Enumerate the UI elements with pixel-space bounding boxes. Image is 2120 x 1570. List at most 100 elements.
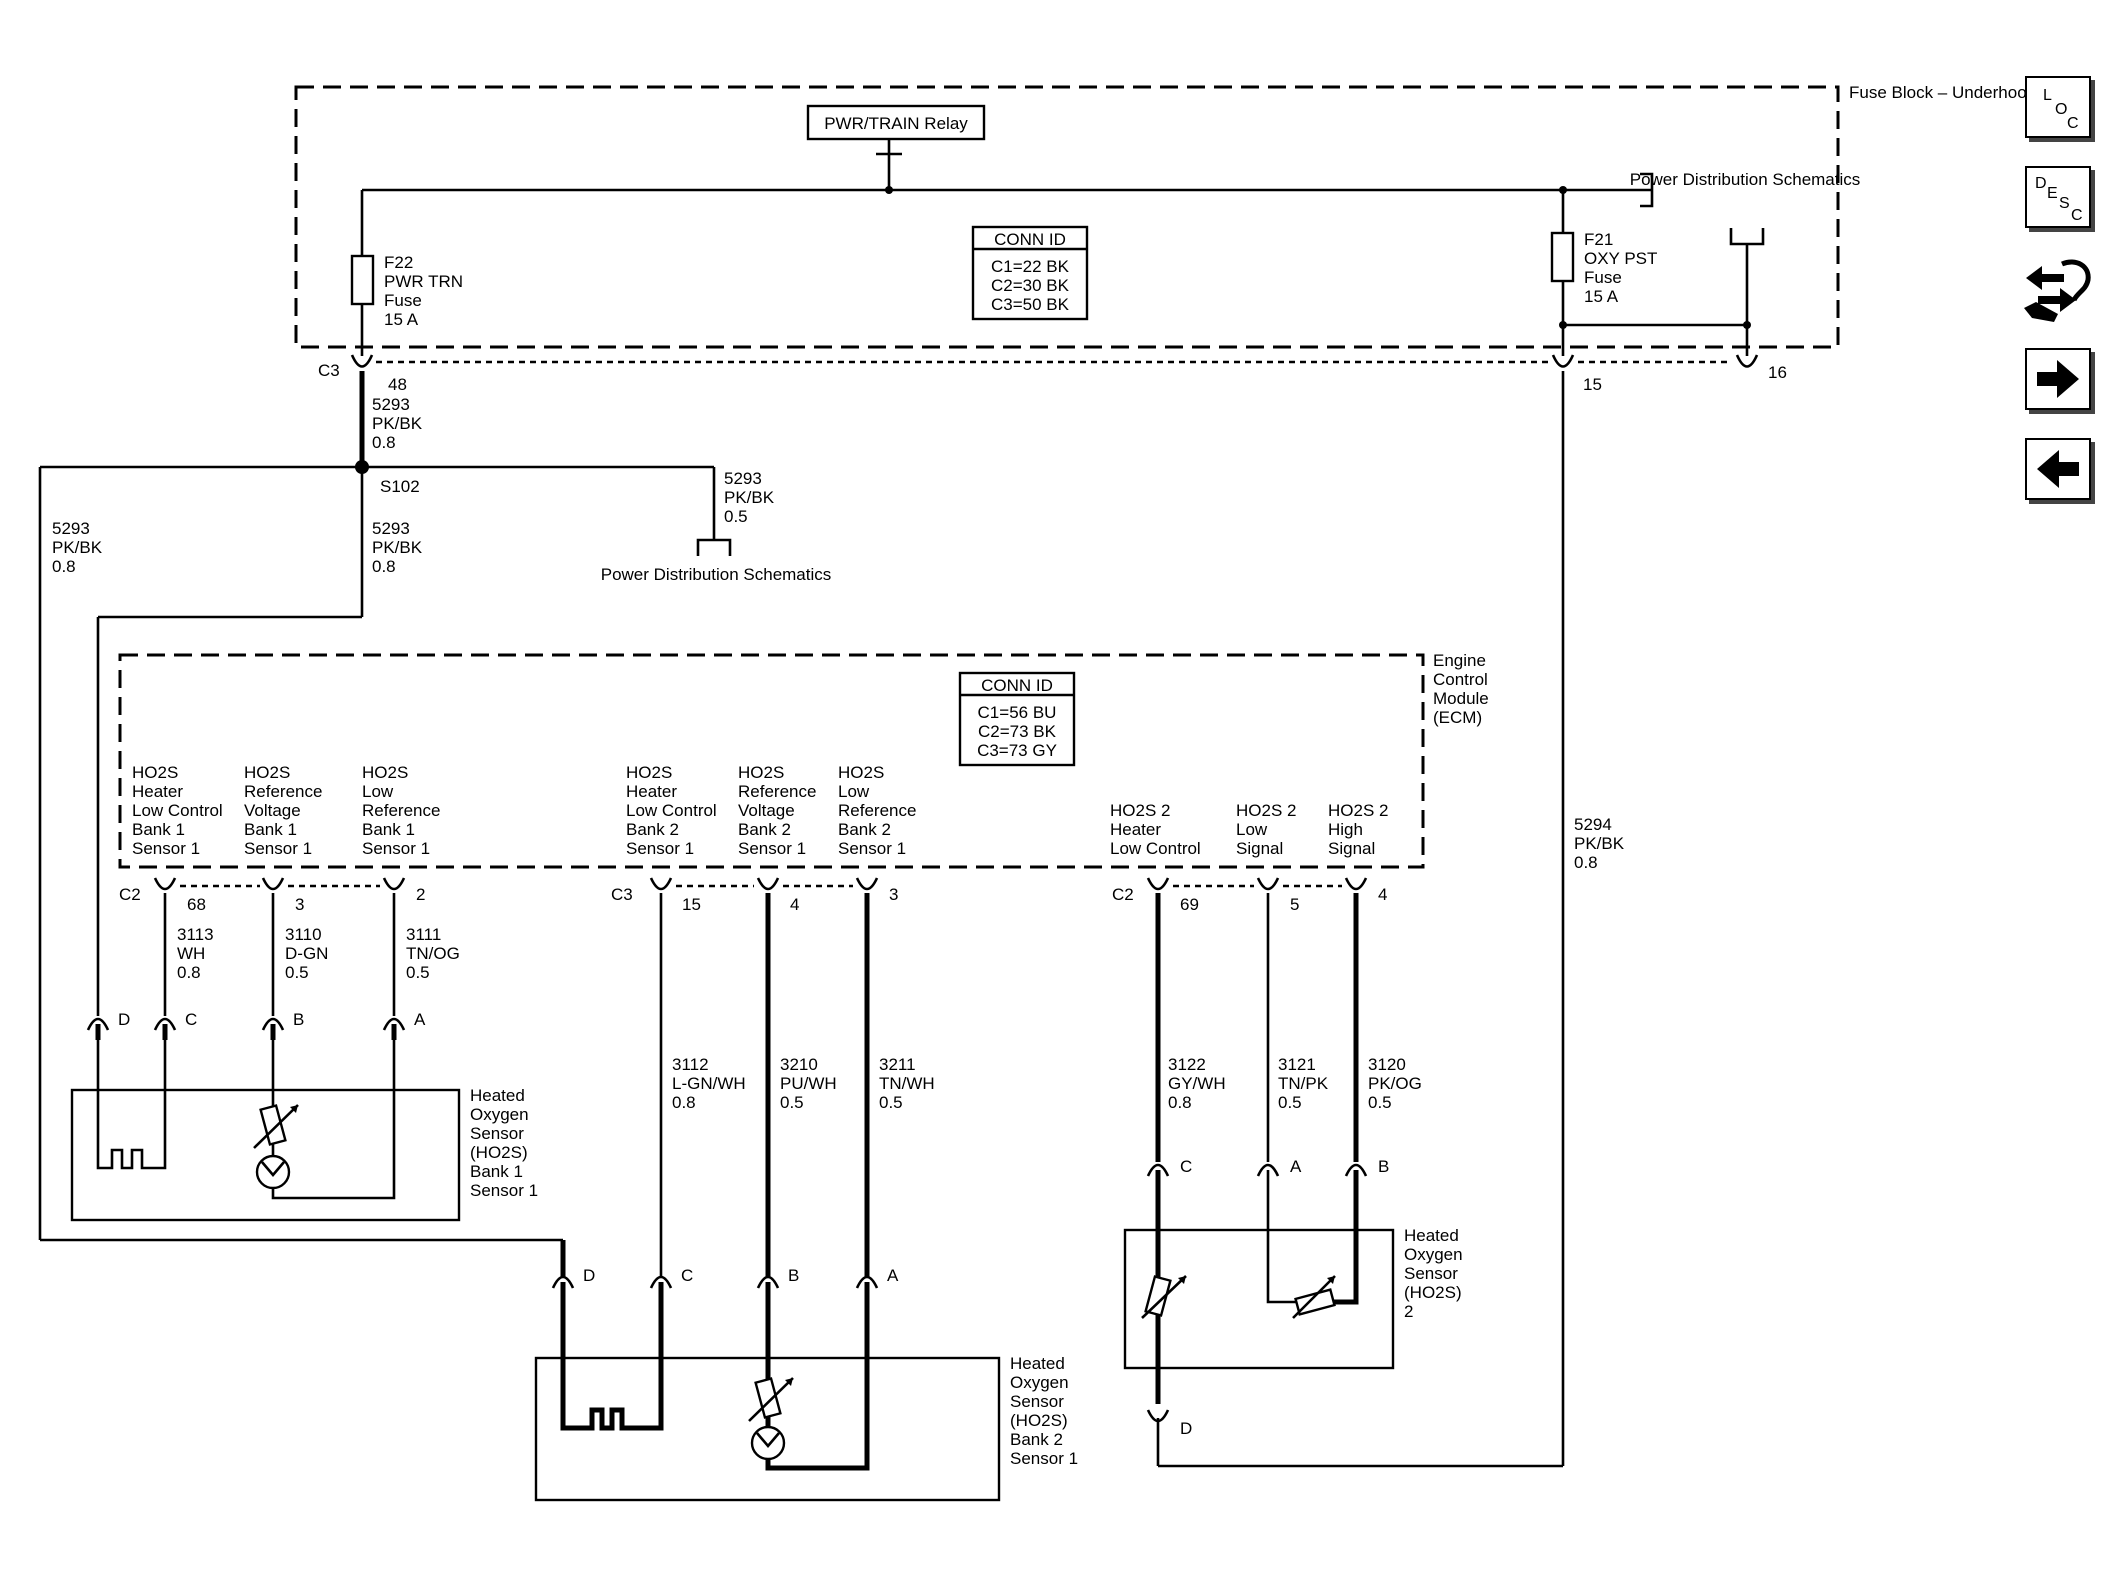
svg-text:S: S [2059, 195, 2070, 212]
fuse-power-dist-label: Power Distribution Schematics [1630, 170, 1861, 189]
wire-5293-branch-label: 5293 PK/BK 0.5 [724, 469, 779, 526]
svg-text:4: 4 [1378, 885, 1387, 904]
ecm-connector-g3: C2 [1112, 885, 1134, 904]
wire-3211-label: 3211 TN/WH 0.5 [879, 1055, 939, 1112]
previous-page-button[interactable] [2025, 438, 2091, 500]
svg-text:C3=50 BK: C3=50 BK [991, 295, 1070, 314]
svg-text:15: 15 [682, 895, 701, 914]
svg-text:B: B [1378, 1157, 1389, 1176]
svg-text:C: C [185, 1010, 197, 1029]
svg-text:A: A [414, 1010, 426, 1029]
wire-3113-label: 3113 WH 0.8 [177, 925, 218, 982]
svg-text:C2=30 BK: C2=30 BK [991, 276, 1070, 295]
svg-text:69: 69 [1180, 895, 1199, 914]
fuse-block-name: Fuse Block – Underhood [1849, 83, 2036, 102]
svg-text:E: E [2047, 185, 2058, 202]
ecm-label-ho2s2-heater: HO2S 2 Heater Low Control [1110, 801, 1201, 858]
fuse-f22-symbol [350, 254, 375, 306]
bank1-sensing-cell [255, 1154, 291, 1190]
fuse-conn-id-box [971, 225, 1089, 321]
svg-text:D: D [118, 1010, 130, 1029]
ecm-label-heater-low-bank1: HO2S Heater Low Control Bank 1 Sensor 1 [132, 763, 227, 858]
svg-text:CONN ID: CONN ID [994, 230, 1066, 249]
svg-text:5: 5 [1290, 895, 1299, 914]
loc-icon: L O C [2043, 87, 2079, 132]
svg-text:C: C [1180, 1157, 1192, 1176]
wire-5294-label: 5294 PK/BK 0.8 [1574, 815, 1629, 872]
svg-text:3: 3 [889, 885, 898, 904]
fuse-pin-16: 16 [1768, 363, 1787, 382]
svg-text:C2=73 BK: C2=73 BK [978, 722, 1057, 741]
fuse-f21-label: F21 OXY PST Fuse 15 A [1584, 230, 1662, 306]
ecm-boundary [118, 653, 1425, 869]
wire-3120-label: 3120 PK/OG 0.5 [1368, 1055, 1427, 1112]
fuse-f22-label: F22 PWR TRN Fuse 15 A [384, 253, 468, 329]
svg-text:B: B [293, 1010, 304, 1029]
pwr-train-relay-box [806, 104, 986, 141]
wire-3210-label: 3210 PU/WH 0.5 [780, 1055, 841, 1112]
wire-3111-label: 3111 TN/OG 0.5 [406, 925, 465, 982]
svg-text:B: B [788, 1266, 799, 1285]
svg-text:A: A [1290, 1157, 1302, 1176]
fuse-block-boundary [294, 85, 1840, 349]
fuse-pin-48: 48 [388, 375, 407, 394]
arrow-left-icon [2037, 450, 2079, 488]
svg-text:68: 68 [187, 895, 206, 914]
bank2-connector-pins [551, 1275, 879, 1289]
wrench-arrows-icon [2024, 259, 2091, 322]
splice-s102-label: S102 [380, 477, 420, 496]
ecm-label-low-ref-bank1: HO2S Low Reference Bank 1 Sensor 1 [362, 763, 445, 858]
wire-5293-left-label: 5293 PK/BK 0.8 [52, 519, 107, 576]
svg-text:C1=56 BU: C1=56 BU [978, 703, 1057, 722]
bank1-heater-element [96, 1040, 167, 1170]
wire-3121-label: 3121 TN/PK 0.5 [1278, 1055, 1333, 1112]
svg-text:3: 3 [295, 895, 304, 914]
bank2-sensor-name: Heated Oxygen Sensor (HO2S) Bank 2 Senso… [1010, 1354, 1078, 1468]
fuse-connector-c3: C3 [318, 361, 340, 380]
bank1-connector-pins [86, 1017, 406, 1031]
bank1-sensor-name: Heated Oxygen Sensor (HO2S) Bank 1 Senso… [470, 1086, 538, 1200]
ecm-connector-g1: C2 [119, 885, 141, 904]
loc-button[interactable]: L O C [2025, 76, 2091, 138]
svg-text:CONN ID: CONN ID [981, 676, 1053, 695]
svg-text:D: D [583, 1266, 595, 1285]
svg-text:C: C [681, 1266, 693, 1285]
ecm-connector-terminals [153, 877, 1368, 891]
bank2-heater-element [560, 1298, 664, 1431]
fuse-f21-symbol [1550, 231, 1575, 283]
wrench-arrows-button[interactable] [2018, 252, 2098, 328]
svg-text:C3=73 GY: C3=73 GY [977, 741, 1057, 760]
svg-text:A: A [887, 1266, 899, 1285]
ho2s2-sensor-name: Heated Oxygen Sensor (HO2S) 2 [1404, 1226, 1467, 1321]
bank2-sensing-cell [750, 1425, 786, 1461]
ecm-label-heater-low-bank2: HO2S Heater Low Control Bank 2 Sensor 1 [626, 763, 721, 858]
ho2s2-connector-pins [1146, 1163, 1368, 1177]
svg-text:O: O [2055, 101, 2067, 118]
svg-text:2: 2 [416, 885, 425, 904]
ecm-name: Engine Control Module (ECM) [1433, 651, 1494, 727]
svg-text:C: C [2067, 115, 2079, 132]
wire-5293-center-label: 5293 PK/BK 0.8 [372, 519, 427, 576]
wire-3110-label: 3110 D-GN 0.5 [285, 925, 333, 982]
ecm-label-ref-voltage-bank2: HO2S Reference Voltage Bank 2 Sensor 1 [738, 763, 821, 858]
svg-text:C1=22 BK: C1=22 BK [991, 257, 1070, 276]
svg-text:C: C [2071, 207, 2083, 224]
ecm-label-ho2s2-low: HO2S 2 Low Signal [1236, 801, 1301, 858]
ho2s2-sensor-box [1123, 1228, 1395, 1370]
wire-3112-label: 3112 L-GN/WH 0.8 [672, 1055, 750, 1112]
svg-text:L: L [2043, 87, 2052, 104]
ecm-label-ho2s2-high: HO2S 2 High Signal [1328, 801, 1393, 858]
svg-text:D: D [1180, 1419, 1192, 1438]
fuse-pin-15: 15 [1583, 375, 1602, 394]
desc-button[interactable]: D E S C [2025, 166, 2091, 228]
next-page-button[interactable] [2025, 348, 2091, 410]
svg-text:D: D [2035, 175, 2047, 192]
svg-text:4: 4 [790, 895, 799, 914]
pwr-train-relay-label: PWR/TRAIN Relay [824, 114, 968, 133]
splice-power-dist-label: Power Distribution Schematics [601, 565, 832, 584]
wire-3122-label: 3122 GY/WH 0.8 [1168, 1055, 1230, 1112]
desc-icon: D E S C [2035, 175, 2083, 224]
arrow-right-icon [2037, 360, 2079, 398]
wire-5293-feed-label: 5293 PK/BK 0.8 [372, 395, 427, 452]
